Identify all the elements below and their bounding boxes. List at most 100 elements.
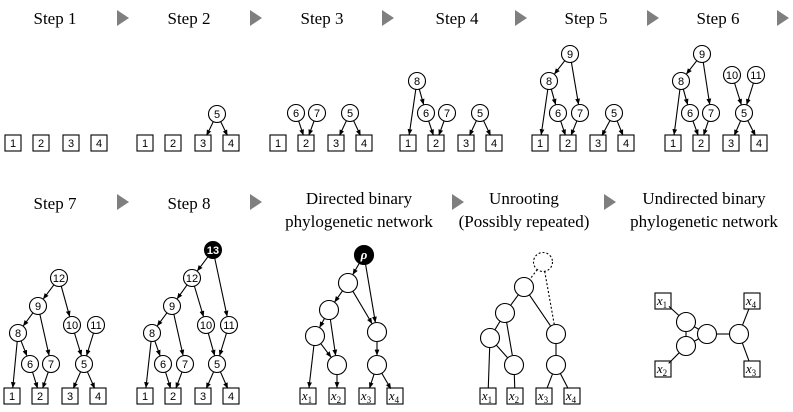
edge [703,120,709,136]
edge [693,338,699,342]
leaf-4-label: 4 [95,391,101,403]
edge [196,256,209,272]
leaf-box [4,134,22,152]
leaf-box [589,134,607,152]
edge [686,60,698,75]
leaf-box [269,134,287,152]
node-6 [680,103,700,123]
leaf-box [90,134,108,152]
edge [42,284,55,300]
leaf-3-label: 3 [728,138,734,150]
leaf-4-label: 4 [228,138,234,150]
node-7 [41,354,61,374]
x-leaf-1-label: x1 [301,388,312,405]
edge [22,312,34,327]
x-leaf-4-label-base: x [388,388,395,403]
edge [73,332,83,356]
node-e [326,354,348,376]
node-5-label: 5 [347,108,353,120]
node-8-label: 8 [678,76,684,88]
leaf-2-label: 2 [565,138,571,150]
leaf-2-label: 2 [698,138,704,150]
edge [487,347,491,388]
node-5 [207,354,227,374]
edge [205,371,215,389]
node-10-label: 10 [200,320,212,332]
node-7-label: 7 [314,108,320,120]
node-e [503,354,525,376]
x-leaf-1-label-base: x [481,388,488,403]
x-leaf-3-label: x3 [537,388,549,405]
step-5-label: Step 5 [565,9,608,28]
leaf-1-label: 1 [9,391,15,403]
row2-arrows [117,194,616,210]
x-leaf-1-label: x1 [656,293,667,310]
edge [220,121,228,136]
progress-arrow-icon [515,10,527,26]
node-d [366,321,388,343]
edge [72,371,82,389]
node-8-label: 8 [546,76,552,88]
leaf-box [164,134,182,152]
leaf-box [743,292,761,310]
edge [616,120,624,136]
edge [539,89,549,136]
node-11-label: 11 [750,70,761,82]
edge [494,320,501,330]
edge [176,284,188,300]
edge [506,322,513,356]
edge [165,371,172,389]
leaf-box [427,134,445,152]
step-3-label: Step 3 [301,9,344,28]
edge [339,120,347,136]
edge [692,120,699,136]
edge [144,341,152,389]
node-8-label: 8 [15,328,21,340]
edge [693,326,699,330]
x-leaf-4-label-base: x [565,388,572,403]
x-leaf-4-label: x4 [565,388,577,405]
edge [298,120,304,136]
x-leaf-3-label-base: x [537,388,544,403]
edge [368,373,375,389]
leaf-box [386,387,404,405]
node-6-label: 6 [555,108,561,120]
edge [407,89,417,136]
x-leaf-2-label-sub: 2 [337,395,342,405]
leaf-box [222,134,240,152]
edge [734,82,742,105]
leaf-1-label: 1 [537,138,543,150]
node-10-label: 10 [66,320,78,332]
leaf-box [750,134,768,152]
removed-root-node [532,251,554,273]
edge [529,269,538,280]
x-leaf-4-label: x4 [745,293,757,310]
edge [668,305,679,316]
edge [741,308,750,326]
node-9 [28,296,48,316]
x-leaf-1-label-base: x [301,388,308,403]
node-7-label: 7 [444,108,450,120]
leaf-2-label: 2 [170,391,176,403]
step-4-label: Step 4 [436,9,479,28]
leaf-4-label: 4 [96,138,102,150]
edge [10,341,18,389]
leaf-box [506,387,524,405]
x-leaf-2-label-base: x [508,388,515,403]
node-9-label: 9 [169,301,175,313]
node-8 [8,323,28,343]
x-leaf-2-label: x2 [656,361,667,378]
root-node [353,244,375,266]
x-leaf-1-label-base: x [656,293,663,308]
node-9-label: 9 [699,49,705,61]
edge [365,264,377,323]
x-leaf-2-label-base: x [330,388,337,403]
edge [733,120,742,136]
node-8-label: 8 [149,328,155,340]
node-6-label: 6 [423,108,429,120]
leaf-box [559,134,577,152]
